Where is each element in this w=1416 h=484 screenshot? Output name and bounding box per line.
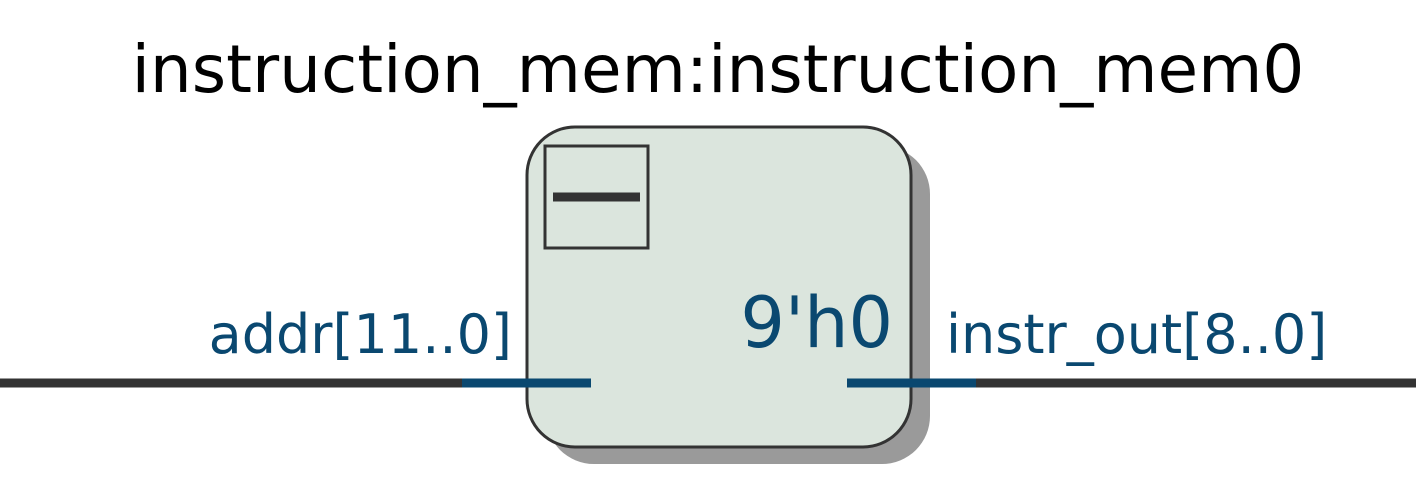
instance-title: instruction_mem:instruction_mem0	[132, 31, 1305, 108]
output-port-label: instr_out[8..0]	[946, 303, 1327, 366]
input-port-label: addr[11..0]	[209, 303, 512, 366]
minus-icon	[543, 144, 650, 250]
constant-value-label: 9'h0	[740, 282, 893, 364]
